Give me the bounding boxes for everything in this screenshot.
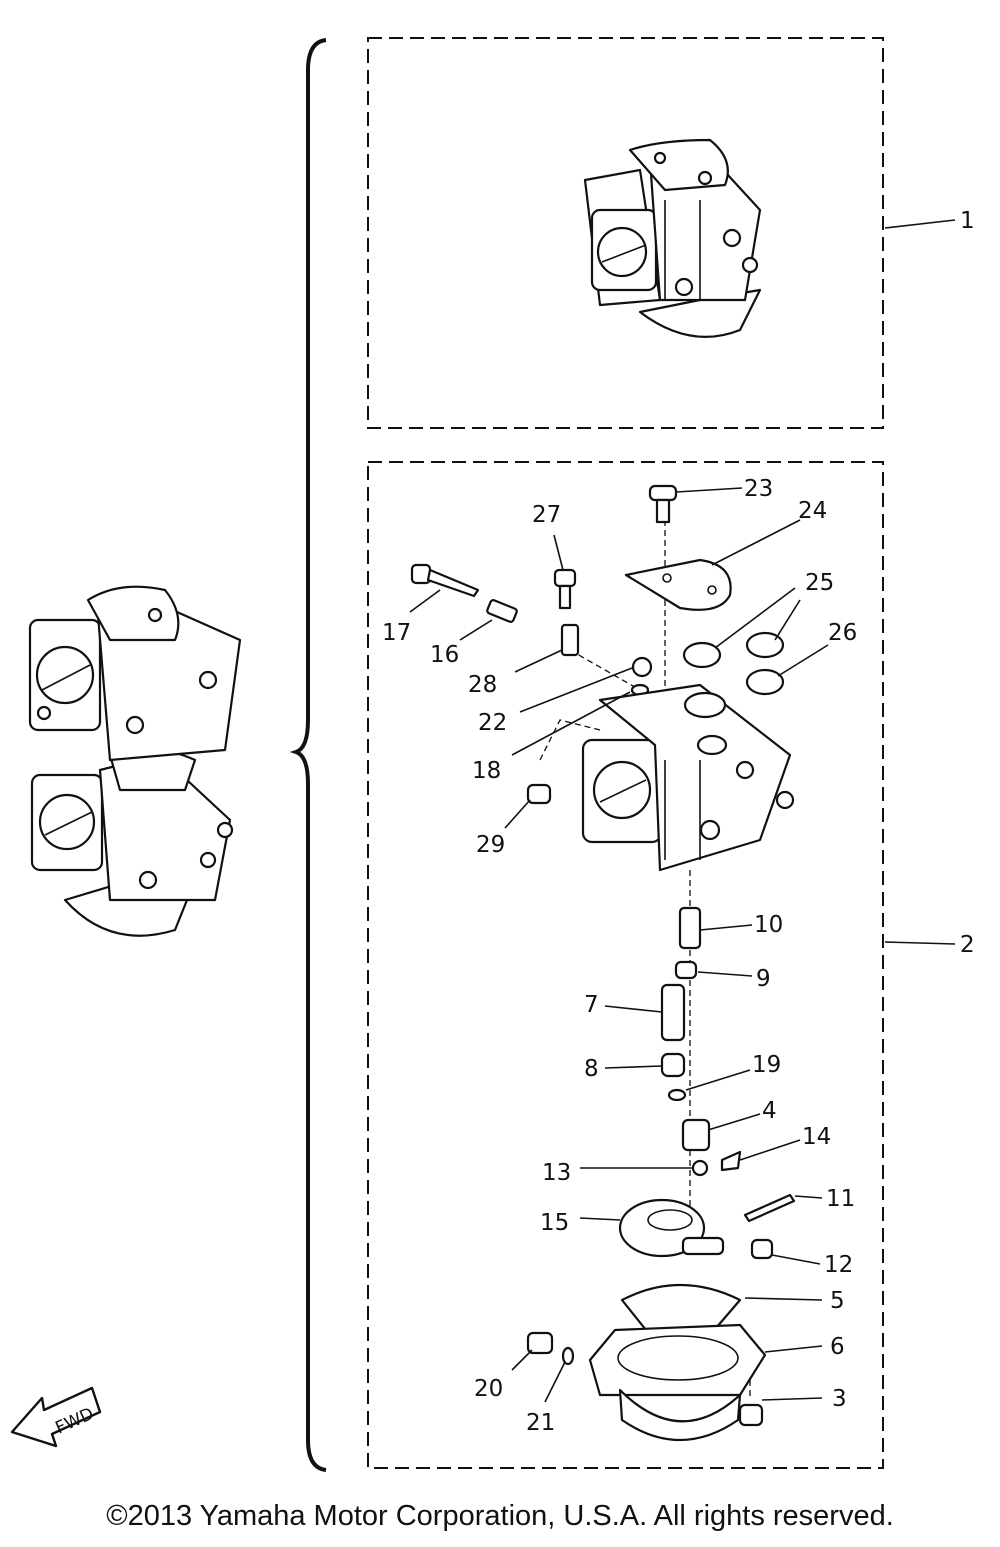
part-17-screw	[410, 563, 480, 598]
callout-1: 1	[960, 208, 975, 234]
callout-8: 8	[584, 1056, 599, 1082]
part-5-gasket	[620, 1283, 742, 1337]
callout-6: 6	[830, 1334, 845, 1360]
callout-22: 22	[478, 710, 507, 736]
callout-15: 15	[540, 1210, 569, 1236]
carburetor-body-icon	[581, 683, 795, 872]
part-20-drain-screw	[526, 1331, 554, 1355]
part-11-pin	[743, 1193, 796, 1223]
assembly-box-2	[367, 461, 884, 1469]
part-13-needle	[691, 1159, 709, 1177]
leader-lines	[409, 219, 956, 1403]
callout-20: 20	[474, 1376, 503, 1402]
callout-24: 24	[798, 498, 827, 524]
callout-18: 18	[472, 758, 501, 784]
callout-26: 26	[828, 620, 857, 646]
callout-27: 27	[532, 502, 561, 528]
callout-28: 28	[468, 672, 497, 698]
part-16-spring	[486, 599, 518, 623]
group-brace	[289, 38, 327, 1472]
callout-11: 11	[826, 1186, 855, 1212]
part-23-screw	[648, 484, 678, 524]
part-7-needle-jet	[660, 983, 686, 1042]
part-25-plug-b	[745, 631, 785, 659]
callout-25: 25	[805, 570, 834, 596]
part-19-o-ring	[667, 1088, 687, 1102]
assembly-box-1	[367, 37, 884, 429]
fwd-arrow-icon: FWD	[10, 1386, 102, 1448]
part-15-float	[618, 1198, 725, 1258]
callout-16: 16	[430, 642, 459, 668]
callout-10: 10	[754, 912, 783, 938]
part-8-main-jet	[660, 1052, 686, 1078]
callout-14: 14	[802, 1124, 831, 1150]
part-4-needle-valve	[681, 1118, 711, 1152]
twin-carburetor-set-icon	[28, 585, 242, 937]
part-24-cover-plate	[624, 558, 732, 611]
part-26-plug	[745, 668, 785, 696]
part-22-plug	[631, 656, 653, 678]
callout-5: 5	[830, 1288, 845, 1314]
part-9-jet	[674, 960, 698, 980]
callout-29: 29	[476, 832, 505, 858]
part-10-nozzle	[678, 906, 702, 950]
callout-3: 3	[832, 1386, 847, 1412]
callout-2: 2	[960, 932, 975, 958]
part-6-float-chamber	[588, 1323, 767, 1442]
callout-19: 19	[752, 1052, 781, 1078]
callout-21: 21	[526, 1410, 555, 1436]
part-28-spring	[560, 623, 580, 657]
part-25-plug-a	[682, 641, 722, 669]
copyright-notice: ©2013 Yamaha Motor Corporation, U.S.A. A…	[106, 1500, 894, 1532]
callout-13: 13	[542, 1160, 571, 1186]
part-3-screw	[738, 1403, 764, 1427]
callout-9: 9	[756, 966, 771, 992]
part-12-screw	[750, 1238, 774, 1260]
carburetor-assembly-icon	[583, 138, 762, 338]
part-27-screw	[553, 568, 577, 610]
part-21-gasket	[561, 1346, 575, 1366]
callout-12: 12	[824, 1252, 853, 1278]
callout-23: 23	[744, 476, 773, 502]
callout-17: 17	[382, 620, 411, 646]
callout-4: 4	[762, 1098, 777, 1124]
part-29-screw	[526, 783, 552, 805]
part-14-clip	[720, 1150, 742, 1172]
callout-7: 7	[584, 992, 599, 1018]
